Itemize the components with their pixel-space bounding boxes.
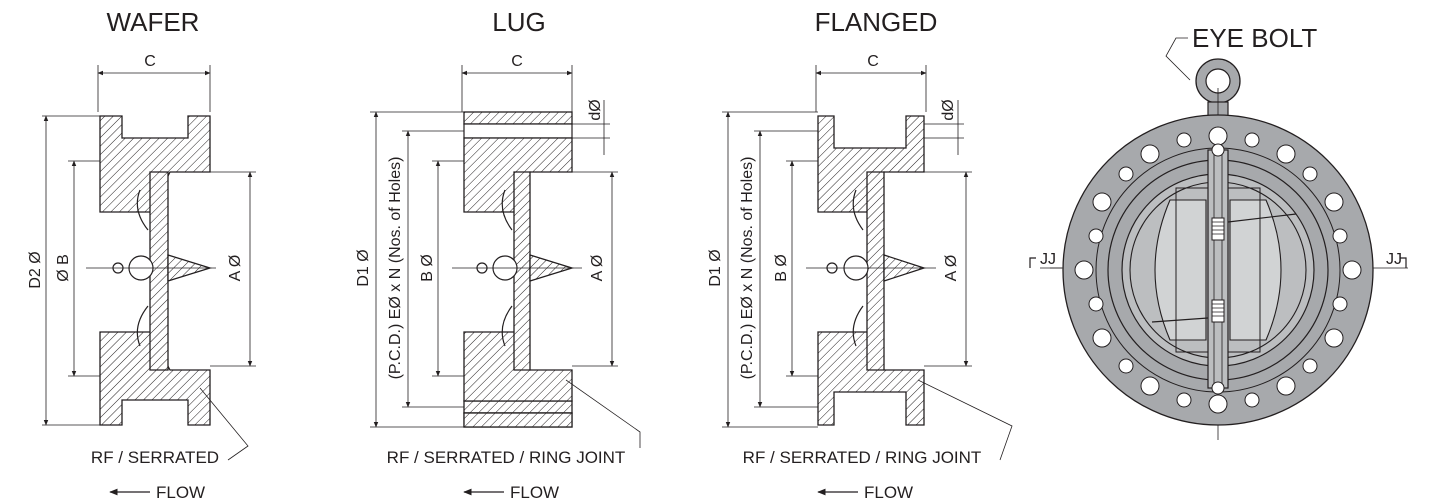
lug-dim-d: dØ — [587, 99, 604, 120]
flanged-disc — [866, 171, 885, 371]
flanged-dim-a: A Ø — [943, 255, 960, 282]
flanged-dim-d1: D1 Ø — [707, 249, 724, 286]
flanged-dim-c: C — [867, 53, 879, 70]
wafer-title: WAFER — [107, 7, 200, 37]
wafer-dim-d2: D2 Ø — [27, 251, 44, 288]
lug-flow: FLOW — [510, 483, 559, 502]
wafer-view: WAFER C D2 Ø Ø B A Ø RF / SERRATED FLOW — [27, 7, 256, 502]
flanged-view: FLANGED C dØ D1 Ø (P.C.D.) EØ x N (Nos. … — [707, 7, 1013, 502]
section-jj-right: JJ — [1386, 251, 1402, 268]
flanged-dim-d: dØ — [940, 99, 957, 120]
lug-disc — [513, 171, 531, 371]
flanged-body-top — [817, 115, 925, 213]
lug-dim-b: B Ø — [419, 254, 436, 282]
lug-view: LUG C dØ D1 Ø (P.C.D.) EØ x N (Nos. of H… — [355, 7, 641, 502]
wafer-dim-c: C — [144, 53, 156, 70]
lug-dim-d1: D1 Ø — [355, 249, 372, 286]
flanged-title: FLANGED — [815, 7, 938, 37]
flanged-dim-b: B Ø — [773, 254, 790, 282]
lug-face-note: RF / SERRATED / RING JOINT — [387, 448, 626, 467]
flanged-dim-pcd: (P.C.D.) EØ x N (Nos. of Holes) — [739, 157, 756, 380]
lug-dim-c: C — [511, 53, 523, 70]
lug-dim-pcd: (P.C.D.) EØ x N (Nos. of Holes) — [387, 157, 404, 380]
wafer-face-note: RF / SERRATED — [91, 448, 219, 467]
flanged-flow: FLOW — [864, 483, 913, 502]
flanged-face-note: RF / SERRATED / RING JOINT — [743, 448, 982, 467]
wafer-dim-b: Ø B — [55, 254, 72, 282]
wafer-body-top — [99, 115, 211, 213]
front-view: EYE BOLT — [1029, 23, 1408, 440]
wafer-dim-a: A Ø — [227, 255, 244, 282]
eye-bolt-label: EYE BOLT — [1192, 23, 1317, 53]
bolt-holes — [1074, 126, 1362, 414]
wafer-flow: FLOW — [156, 483, 205, 502]
wafer-disc — [149, 171, 169, 371]
lug-dim-a: A Ø — [589, 255, 606, 282]
lug-title: LUG — [492, 7, 545, 37]
section-jj-left: JJ — [1040, 251, 1056, 268]
